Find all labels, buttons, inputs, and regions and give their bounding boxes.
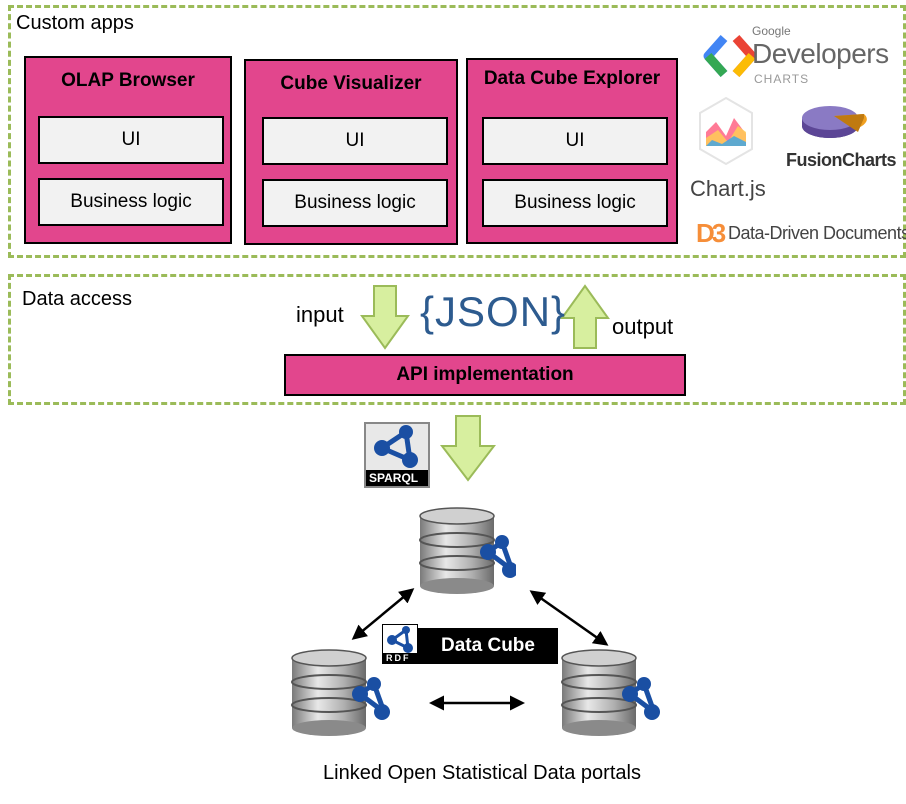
d3-mark: D3 [696, 218, 726, 248]
sparql-graph-icon [366, 424, 428, 470]
custom-apps-title: Custom apps [16, 12, 134, 34]
api-implementation-box: API implementation [284, 354, 686, 396]
business-logic-box: Business logic [482, 179, 668, 227]
ui-box: UI [482, 117, 668, 165]
rdf-graph-icon [383, 625, 417, 653]
app-title: Data Cube Explorer [483, 68, 661, 89]
google-charts-logo: Google Developers CHARTS [700, 20, 889, 90]
database-top-icon [419, 507, 516, 594]
business-logic-box: Business logic [38, 178, 224, 226]
footer-caption: Linked Open Statistical Data portals [323, 762, 641, 784]
data-access-section [8, 274, 906, 405]
app-data-cube-explorer: Data Cube Explorer UI Business logic [466, 58, 678, 244]
business-logic-box: Business logic [262, 179, 448, 227]
developers-label: Developers [752, 38, 889, 69]
chartjs-logo: Chart.js [688, 96, 768, 206]
charts-label: CHARTS [754, 72, 810, 86]
fusioncharts-label: FusionCharts [786, 150, 897, 170]
ui-box: UI [38, 116, 224, 164]
custom-apps-section [8, 5, 906, 258]
data-cube-label: Data Cube [418, 628, 558, 664]
output-label: output [612, 314, 674, 339]
app-title: Cube Visualizer [280, 73, 422, 94]
input-arrow-icon [360, 285, 410, 350]
ui-box: UI [262, 117, 448, 165]
google-chevrons-icon [703, 35, 757, 77]
app-title: OLAP Browser [61, 70, 195, 91]
pie-3d-icon [802, 106, 867, 138]
input-label: input [296, 302, 344, 327]
chartjs-hexagon-icon [699, 96, 753, 166]
data-access-title: Data access [22, 288, 133, 310]
rdf-label: RDF [386, 653, 411, 663]
d3-label: Data-Driven Documents [728, 223, 906, 243]
output-arrow-icon [560, 284, 610, 349]
sparql-logo: SPARQL [364, 422, 430, 488]
json-logo: {JSON} [420, 288, 567, 335]
app-olap-browser: OLAP Browser UI Business logic [24, 56, 232, 244]
chartjs-label: Chart.js [690, 176, 766, 201]
sparql-down-arrow-icon [440, 415, 496, 482]
d3-logo: D3 Data-Driven Documents [696, 218, 906, 252]
fusioncharts-logo: FusionCharts [780, 98, 900, 178]
rdf-logo: RDF [382, 624, 418, 664]
database-right-icon [561, 649, 660, 736]
sparql-label: SPARQL [369, 471, 419, 485]
app-cube-visualizer: Cube Visualizer UI Business logic [244, 59, 458, 245]
google-label: Google [752, 24, 791, 38]
database-left-icon [291, 649, 390, 736]
